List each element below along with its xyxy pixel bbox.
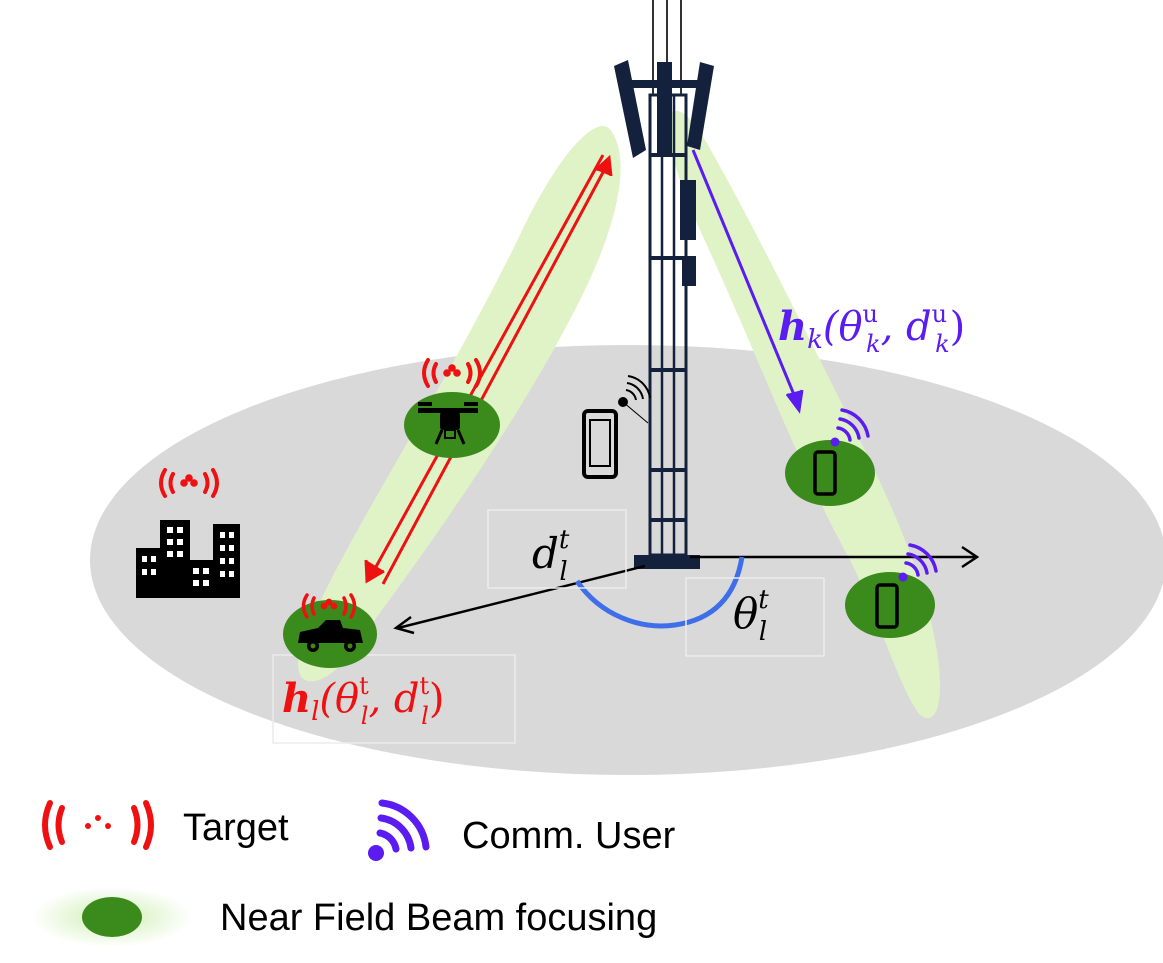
legend-target-icon	[42, 800, 154, 850]
idle-signal-icon	[618, 375, 651, 424]
legend: Target Comm. User Near Field Beam focusi…	[32, 799, 676, 947]
legend-target-label: Target	[183, 807, 289, 849]
angle-arc	[574, 556, 745, 629]
building-icon	[136, 520, 240, 598]
comm-arrow	[691, 149, 804, 414]
smartphone-icon	[813, 450, 837, 496]
target-echo-arrows	[364, 154, 613, 585]
target-signal-icon	[159, 468, 219, 498]
car-icon	[298, 620, 363, 652]
target-signal-icon	[422, 358, 482, 388]
base-station-tower-icon	[614, 0, 714, 569]
legend-comm-label: Comm. User	[462, 815, 676, 857]
legend-beam-label: Near Field Beam focusing	[220, 897, 657, 939]
user1-beam-spot	[785, 440, 875, 506]
comm-wifi-icon	[830, 408, 870, 447]
legend-beam-icon	[32, 887, 192, 947]
distance-line	[397, 564, 646, 630]
smartphone-icon	[875, 583, 899, 629]
beam-to-users	[667, 110, 940, 719]
target-signal-icon	[301, 593, 357, 619]
x-axis-arrowhead	[961, 545, 980, 569]
axes	[393, 545, 980, 635]
distance-arrowhead	[393, 615, 415, 635]
smartphone-icon	[582, 409, 618, 479]
comm-wifi-icon	[898, 543, 938, 582]
label-frames	[272, 509, 825, 744]
legend-comm-icon	[368, 799, 430, 861]
drone-icon	[418, 402, 478, 445]
user2-beam-spot	[845, 572, 935, 638]
